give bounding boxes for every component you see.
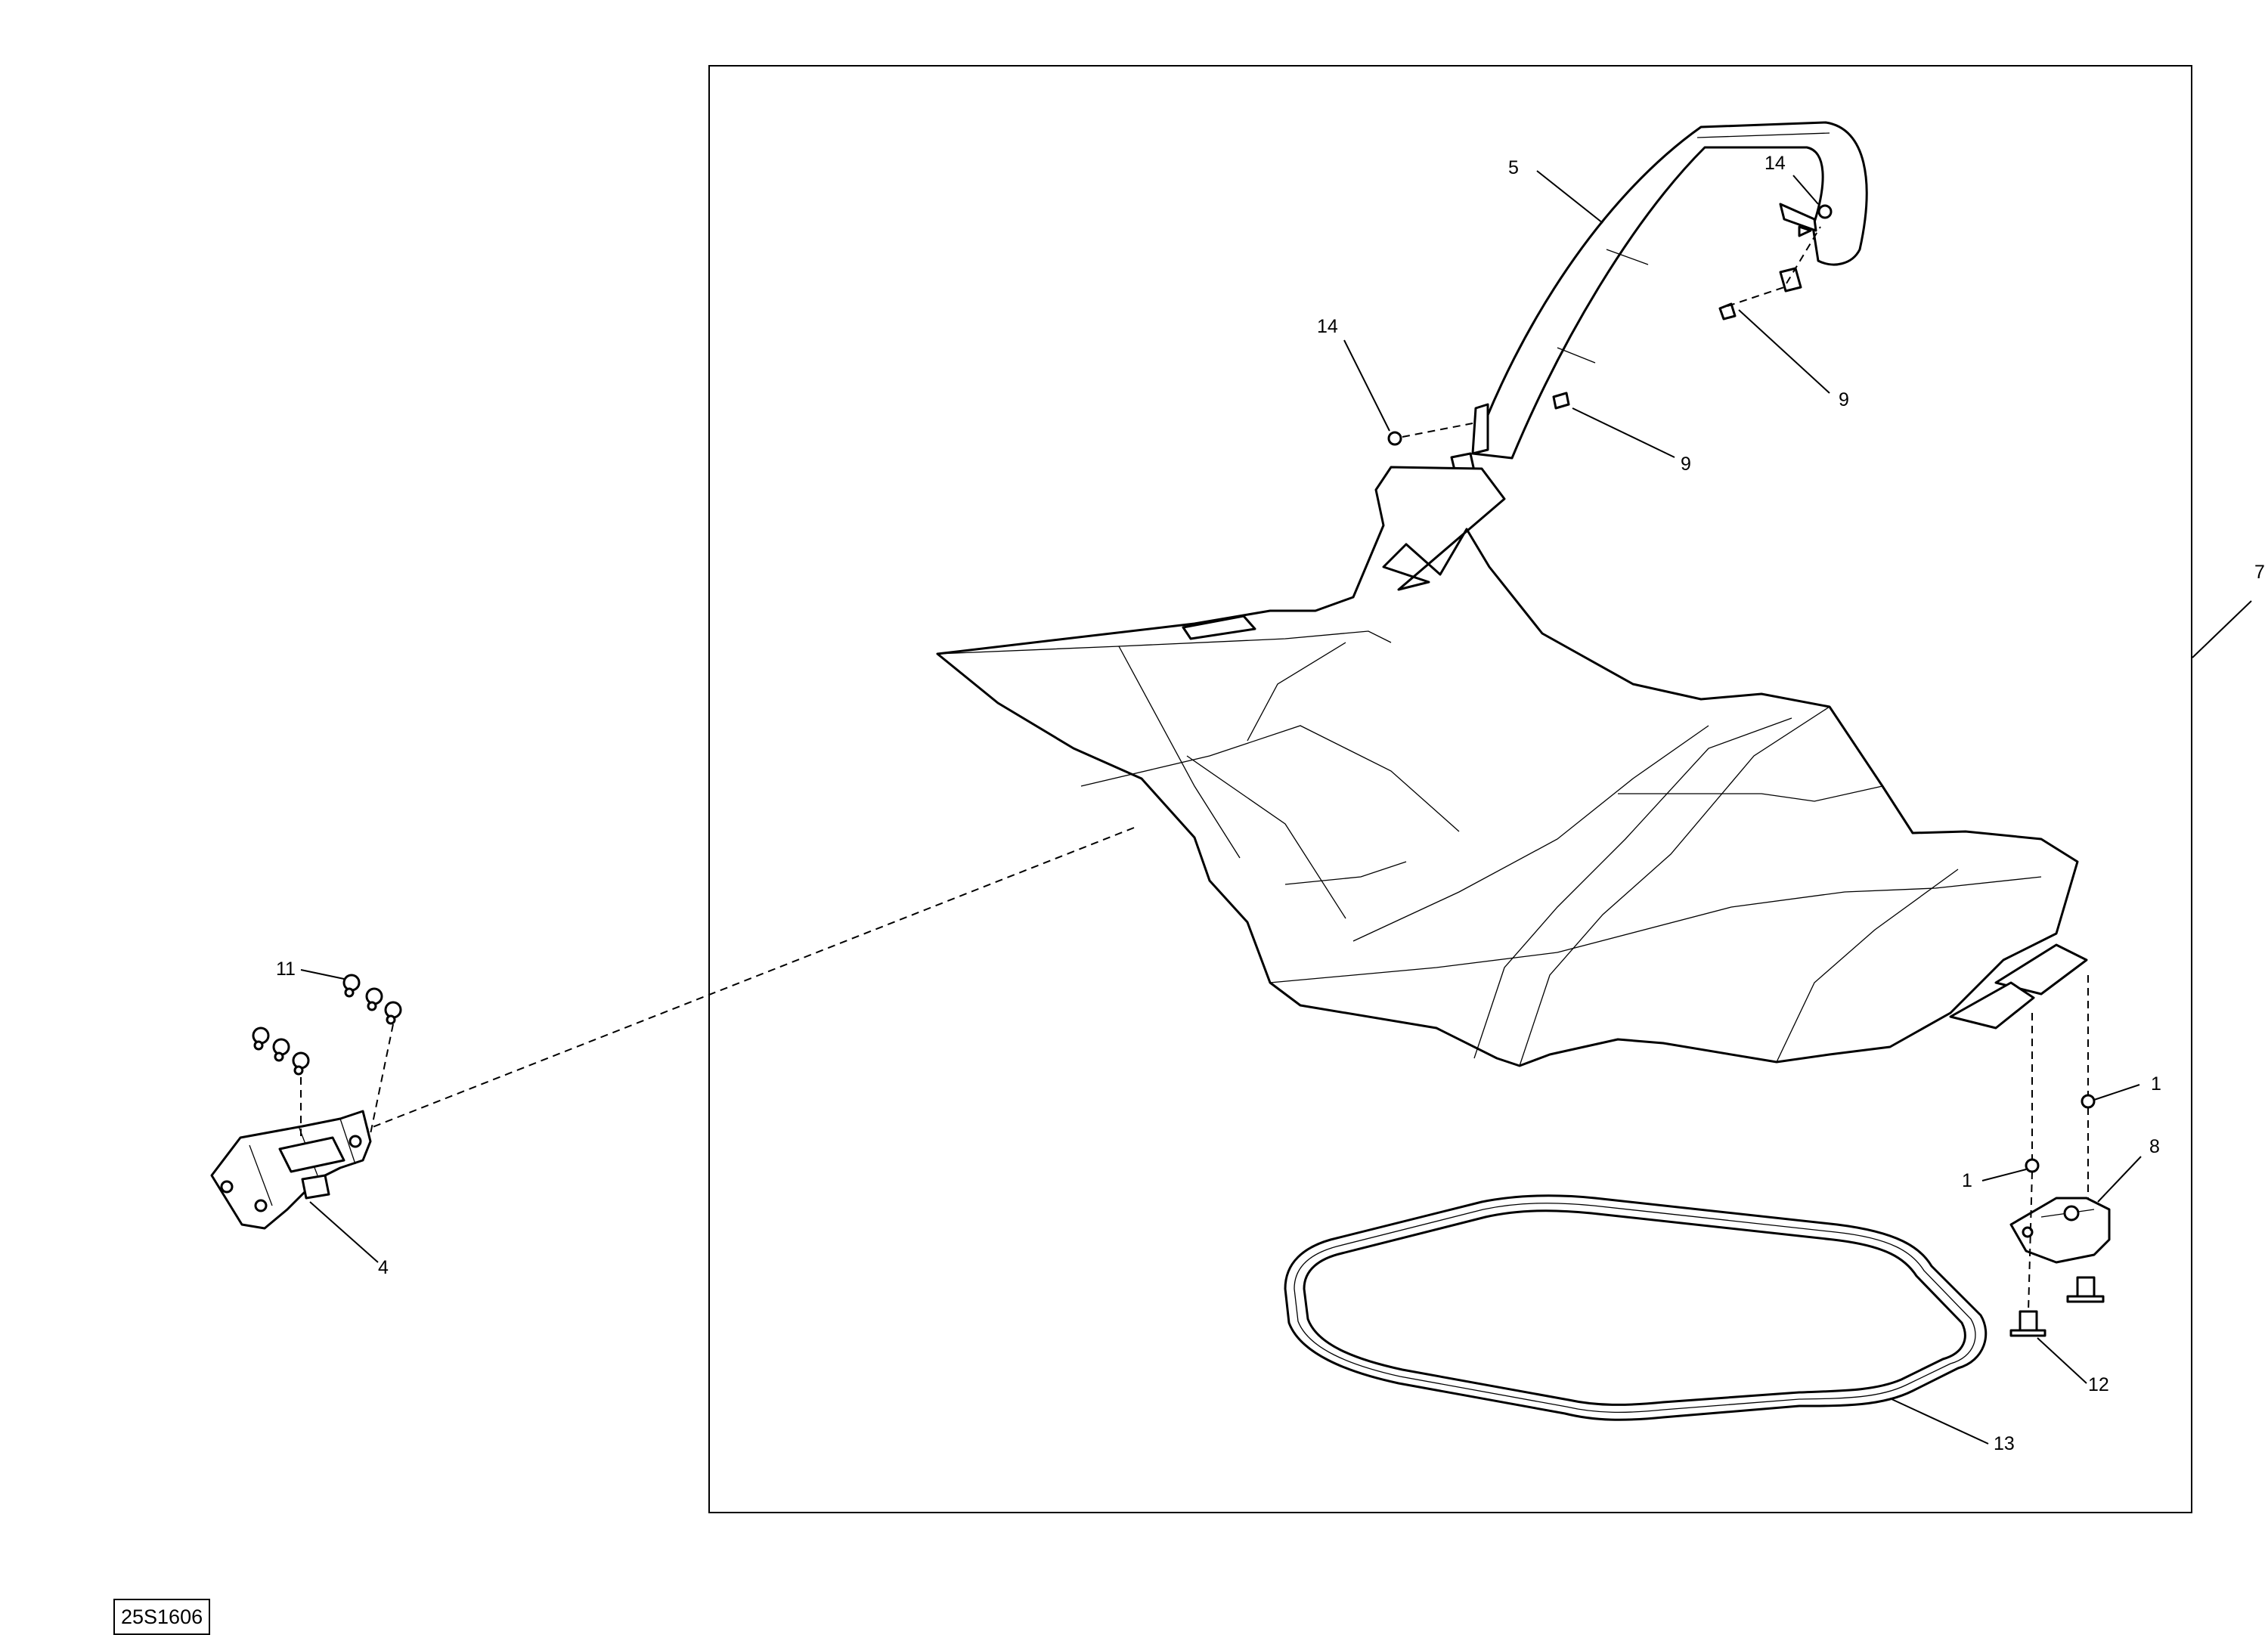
pins-part xyxy=(2009,1276,2105,1337)
callout-14-top: 14 xyxy=(1765,153,1786,174)
callout-9-right: 9 xyxy=(1839,389,1849,410)
callout-9-left: 9 xyxy=(1681,454,1691,475)
callout-11: 11 xyxy=(276,958,296,980)
gasket-part xyxy=(1284,1194,1988,1421)
latch-part xyxy=(2009,1197,2111,1264)
washer-2 xyxy=(2081,1094,2096,1109)
callout-labels: 5 14 9 14 9 7 11 4 1 8 1 12 13 xyxy=(276,153,2265,1454)
screws-part xyxy=(252,974,402,1076)
seat-part xyxy=(936,466,2088,1067)
washer-1 xyxy=(2025,1158,2040,1173)
callout-13: 13 xyxy=(1994,1433,2015,1454)
callout-7: 7 xyxy=(2254,562,2265,583)
callout-8: 8 xyxy=(2149,1136,2160,1157)
drawing-id-label: 25S1606 xyxy=(113,1599,211,1635)
callout-12: 12 xyxy=(2088,1374,2109,1395)
fastener-nuts xyxy=(1387,204,1833,446)
callout-4: 4 xyxy=(378,1257,389,1278)
seat-mount-part xyxy=(210,1110,372,1230)
seat-mount-alignment-line xyxy=(355,827,1135,1135)
callout-1-right: 1 xyxy=(2151,1073,2161,1095)
callout-14-left: 14 xyxy=(1317,316,1338,337)
callout-5: 5 xyxy=(1508,157,1519,178)
leader-lines xyxy=(300,170,2252,1445)
assembly-frame xyxy=(708,65,2192,1513)
callout-1-left: 1 xyxy=(1962,1170,1972,1191)
